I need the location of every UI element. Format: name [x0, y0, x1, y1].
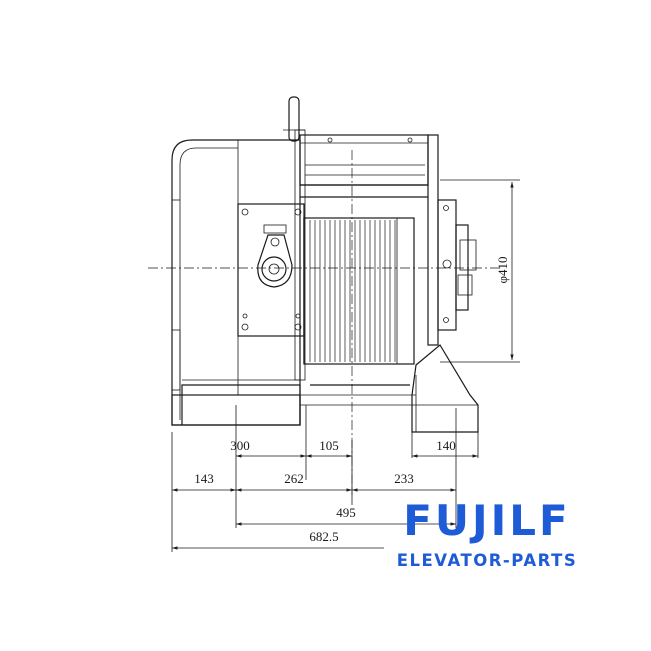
dimension-row-4: 682.5 — [172, 529, 384, 550]
brand-tagline: ELEVATOR-PARTS — [396, 551, 578, 570]
dim-overall-1: 495 — [336, 505, 356, 520]
brake-plate — [237, 203, 305, 337]
dim-base-right: 140 — [436, 438, 456, 453]
brake-release-lever — [283, 96, 306, 381]
sheave-diameter-dimension: φ410 — [495, 182, 514, 360]
end-flange-encoder — [427, 134, 477, 346]
dim-row2-c: 233 — [394, 471, 414, 486]
traction-sheave — [303, 217, 415, 365]
dim-sheave-diameter: φ410 — [495, 256, 510, 283]
dim-row2-b: 262 — [284, 471, 304, 486]
brand-logo: FUJILF — [403, 496, 571, 545]
extension-lines — [171, 405, 479, 552]
dim-base-mid: 105 — [319, 438, 339, 453]
dimension-row-3: 495 — [236, 505, 456, 526]
dim-base-left: 300 — [230, 438, 250, 453]
dim-row2-a: 143 — [194, 471, 214, 486]
motor-housing — [171, 139, 301, 426]
center-lines — [148, 150, 520, 495]
dimension-row-1: 300 105 140 — [230, 438, 478, 458]
top-frame — [299, 134, 429, 198]
dim-overall-2: 682.5 — [309, 529, 338, 544]
dimension-row-2: 143 262 233 — [172, 471, 456, 492]
